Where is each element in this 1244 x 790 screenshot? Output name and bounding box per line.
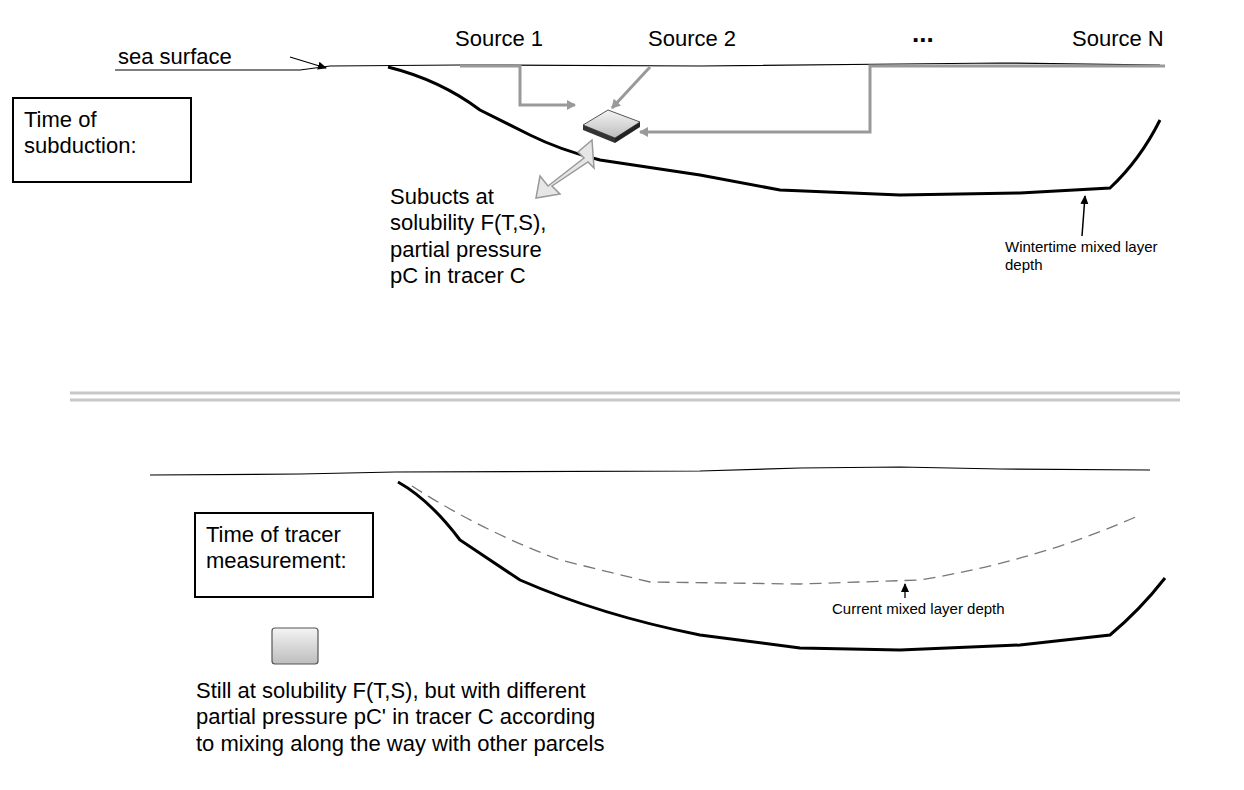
sea-surface-line [150,467,1150,475]
source-path [612,67,650,108]
box-text: Time of tracer measurement: [206,522,362,575]
depth-label: Current mixed layer depth [832,600,1032,618]
surface-label: sea surface [118,44,288,70]
source-label: Source 2 [648,26,768,52]
ellipsis-label: ... [912,18,972,49]
depth-label: Wintertime mixed layer depth [1005,238,1175,274]
divider [70,399,1180,402]
source-label: Source 1 [455,26,575,52]
source-path [460,66,575,105]
time-box: Time of subduction: [12,97,192,183]
leader-arrow [904,584,905,598]
subduction-arrow [536,140,594,198]
source-label: Source N [1072,26,1192,52]
leader-arrow [290,57,326,68]
leader-arrow [1082,196,1085,236]
current-mixed-layer [412,486,1140,584]
time-box: Time of tracer measurement: [194,512,374,598]
divider [70,392,1180,395]
note-text: Still at solubility F(T,S), but with dif… [196,678,616,757]
water-parcel [272,628,318,664]
water-parcel [583,110,640,143]
source-path [640,66,1165,132]
box-text: Time of subduction: [24,107,180,160]
mixed-layer-curve [398,482,1165,650]
note-text: Subucts at solubility F(T,S), partial pr… [390,184,575,290]
